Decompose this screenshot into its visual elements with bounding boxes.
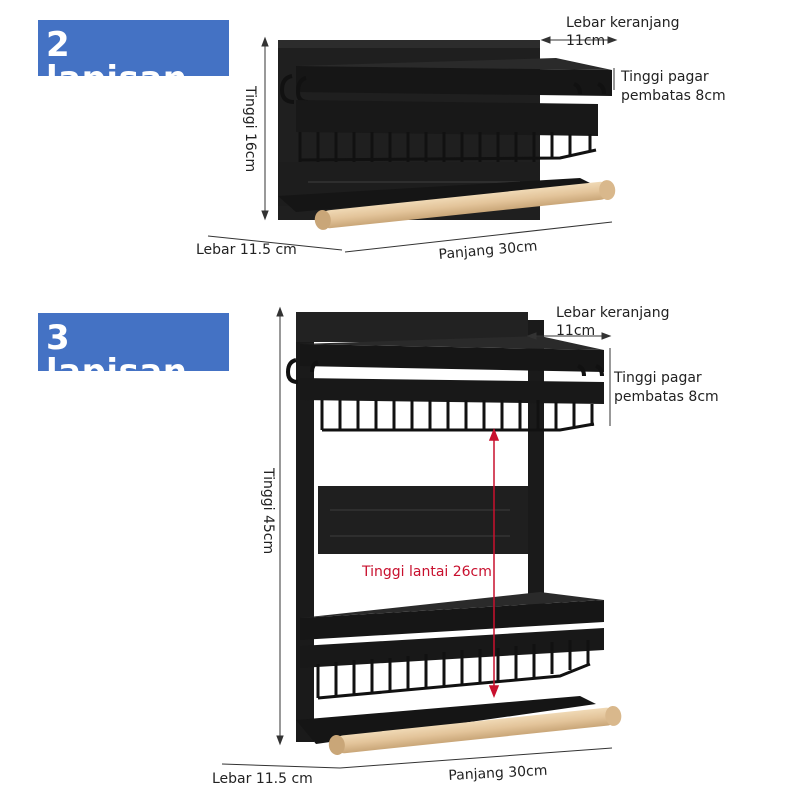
basket-width-label-bot-1: Lebar keranjang [556,305,670,321]
width-label-bot: Lebar 11.5 cm [212,771,313,787]
height-label-top: Tinggi 16cm [242,86,258,173]
dimension-lines-top [207,36,618,253]
floor-height-label: Tinggi lantai 26cm [362,564,492,580]
fence-height-label-bot-2: pembatas 8cm [614,389,719,405]
fence-height-label-top-2: pembatas 8cm [621,88,726,104]
fence-height-label-bot-1: Tinggi pagar [614,370,702,386]
fence-height-label-top-1: Tinggi pagar [621,69,709,85]
layer-badge-2: 2 lapisan [38,20,229,96]
basket-width-label-top-2: 11cm [566,33,606,49]
rack-3-layers [285,312,622,755]
layer-badge-3: 3 lapisan [38,313,229,389]
width-label-top: Lebar 11.5 cm [196,242,297,258]
basket-width-label-top-1: Lebar keranjang [566,15,680,31]
basket-width-label-bot-2: 11cm [556,323,596,339]
height-label-bot: Tinggi 45cm [260,468,276,555]
dimension-lines-bottom [221,306,613,769]
rack-2-layers [278,40,616,230]
floor-height-arrow [488,427,500,699]
